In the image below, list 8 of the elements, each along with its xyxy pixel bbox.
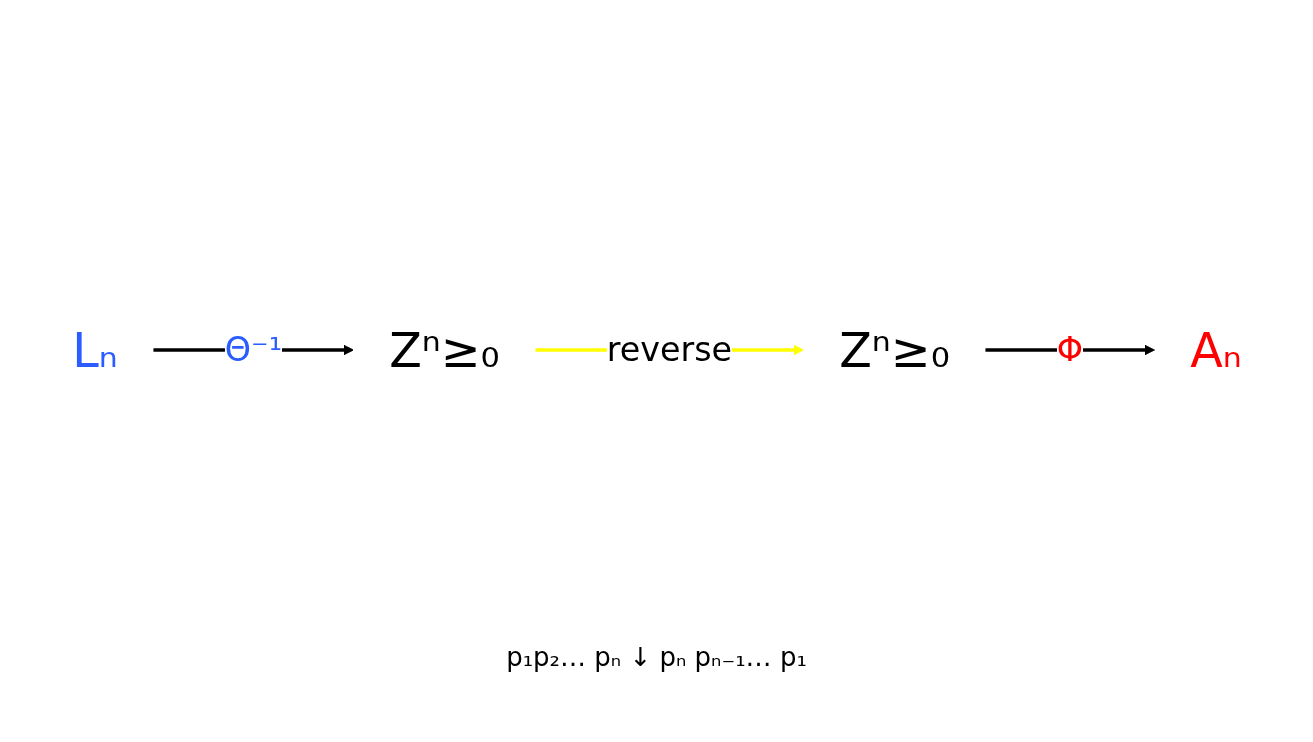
edge-label: reverse <box>606 329 732 370</box>
note-text: p₁p₂… pₙ ↓ pₙ pₙ₋₁… p₁ <box>506 642 807 672</box>
node-text: Zⁿ≥₀ <box>388 322 500 378</box>
node-text: Zⁿ≥₀ <box>838 322 950 378</box>
edge-label: Φ <box>1056 329 1083 370</box>
node-text: Lₙ <box>71 322 118 378</box>
node-text: Aₙ <box>1189 322 1242 378</box>
edge-label: Θ⁻¹ <box>224 329 282 370</box>
